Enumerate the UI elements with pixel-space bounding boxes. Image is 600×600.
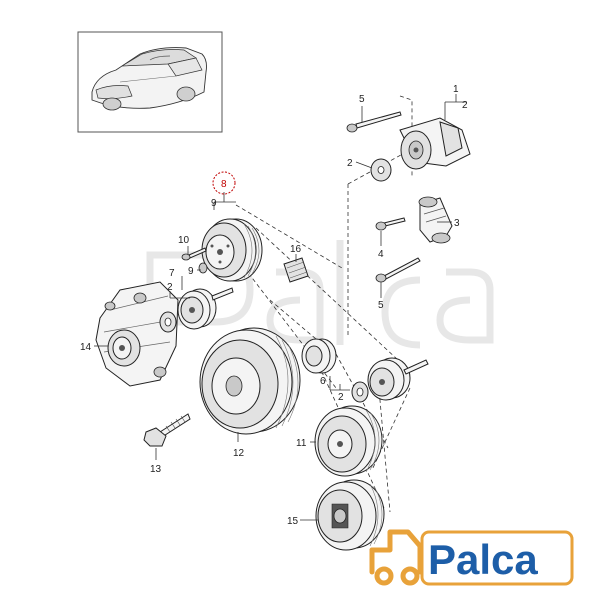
part-14-alternator [95, 281, 179, 387]
callout-1: 1 [453, 84, 459, 95]
callout-11: 11 [296, 438, 307, 449]
callout-7: 7 [169, 268, 175, 279]
callout-6: 6 [320, 376, 326, 387]
logo-frame [420, 530, 574, 586]
part-12-crankshaft-pulley [199, 327, 301, 435]
part-2-washer-upper [370, 158, 392, 182]
callout-8: 8 [221, 179, 227, 190]
bolt-5-upper [346, 111, 402, 133]
logo-text: Palca [428, 536, 538, 583]
callout-9-lower: 9 [188, 266, 194, 277]
part-2-washer-left [159, 311, 177, 333]
highlight-circle-8 [212, 171, 236, 195]
callout-4: 4 [378, 249, 384, 260]
bolt-5-lower [375, 257, 421, 283]
part-15-compressor-clutch [315, 479, 385, 551]
callout-5-upper: 5 [359, 94, 365, 105]
callout-2-washer: 2 [347, 158, 353, 169]
callout-10: 10 [178, 235, 190, 246]
callout-14: 14 [80, 342, 92, 353]
part-2-washer-right [351, 381, 369, 403]
callout-12: 12 [233, 448, 245, 459]
callout-5-lower: 5 [378, 300, 384, 311]
callout-3: 3 [454, 218, 460, 229]
callout-2-left: 2 [167, 282, 173, 293]
callout-16: 16 [290, 244, 302, 255]
part-9-small-bolt [198, 262, 208, 274]
callout-2-right: 2 [338, 392, 344, 403]
part-1-belt-tensioner [399, 117, 471, 170]
part-7-idler-pulley [177, 287, 234, 330]
truck-icon [369, 529, 423, 586]
callout-2-tensioner: 2 [462, 100, 468, 111]
part-callouts: 1 2 5 2 3 4 5 8 9 10 9 7 2 14 16 6 2 12 … [80, 84, 468, 527]
callout-9-upper: 9 [211, 198, 217, 209]
part-8-pulley [201, 218, 263, 282]
leader-lines [94, 94, 467, 521]
part-11-pulley [314, 405, 383, 477]
callout-13: 13 [150, 464, 162, 475]
callout-15: 15 [287, 516, 299, 527]
part-6-idler-pulley [367, 357, 429, 401]
vehicle-thumbnail [77, 31, 223, 133]
part-10-bolt [181, 247, 207, 261]
bolt-13 [143, 413, 191, 447]
bolt-4 [375, 217, 406, 231]
roller-idler [301, 338, 337, 374]
part-3-tensioner-damper [418, 196, 453, 244]
palca-logo: Palca [369, 529, 574, 586]
